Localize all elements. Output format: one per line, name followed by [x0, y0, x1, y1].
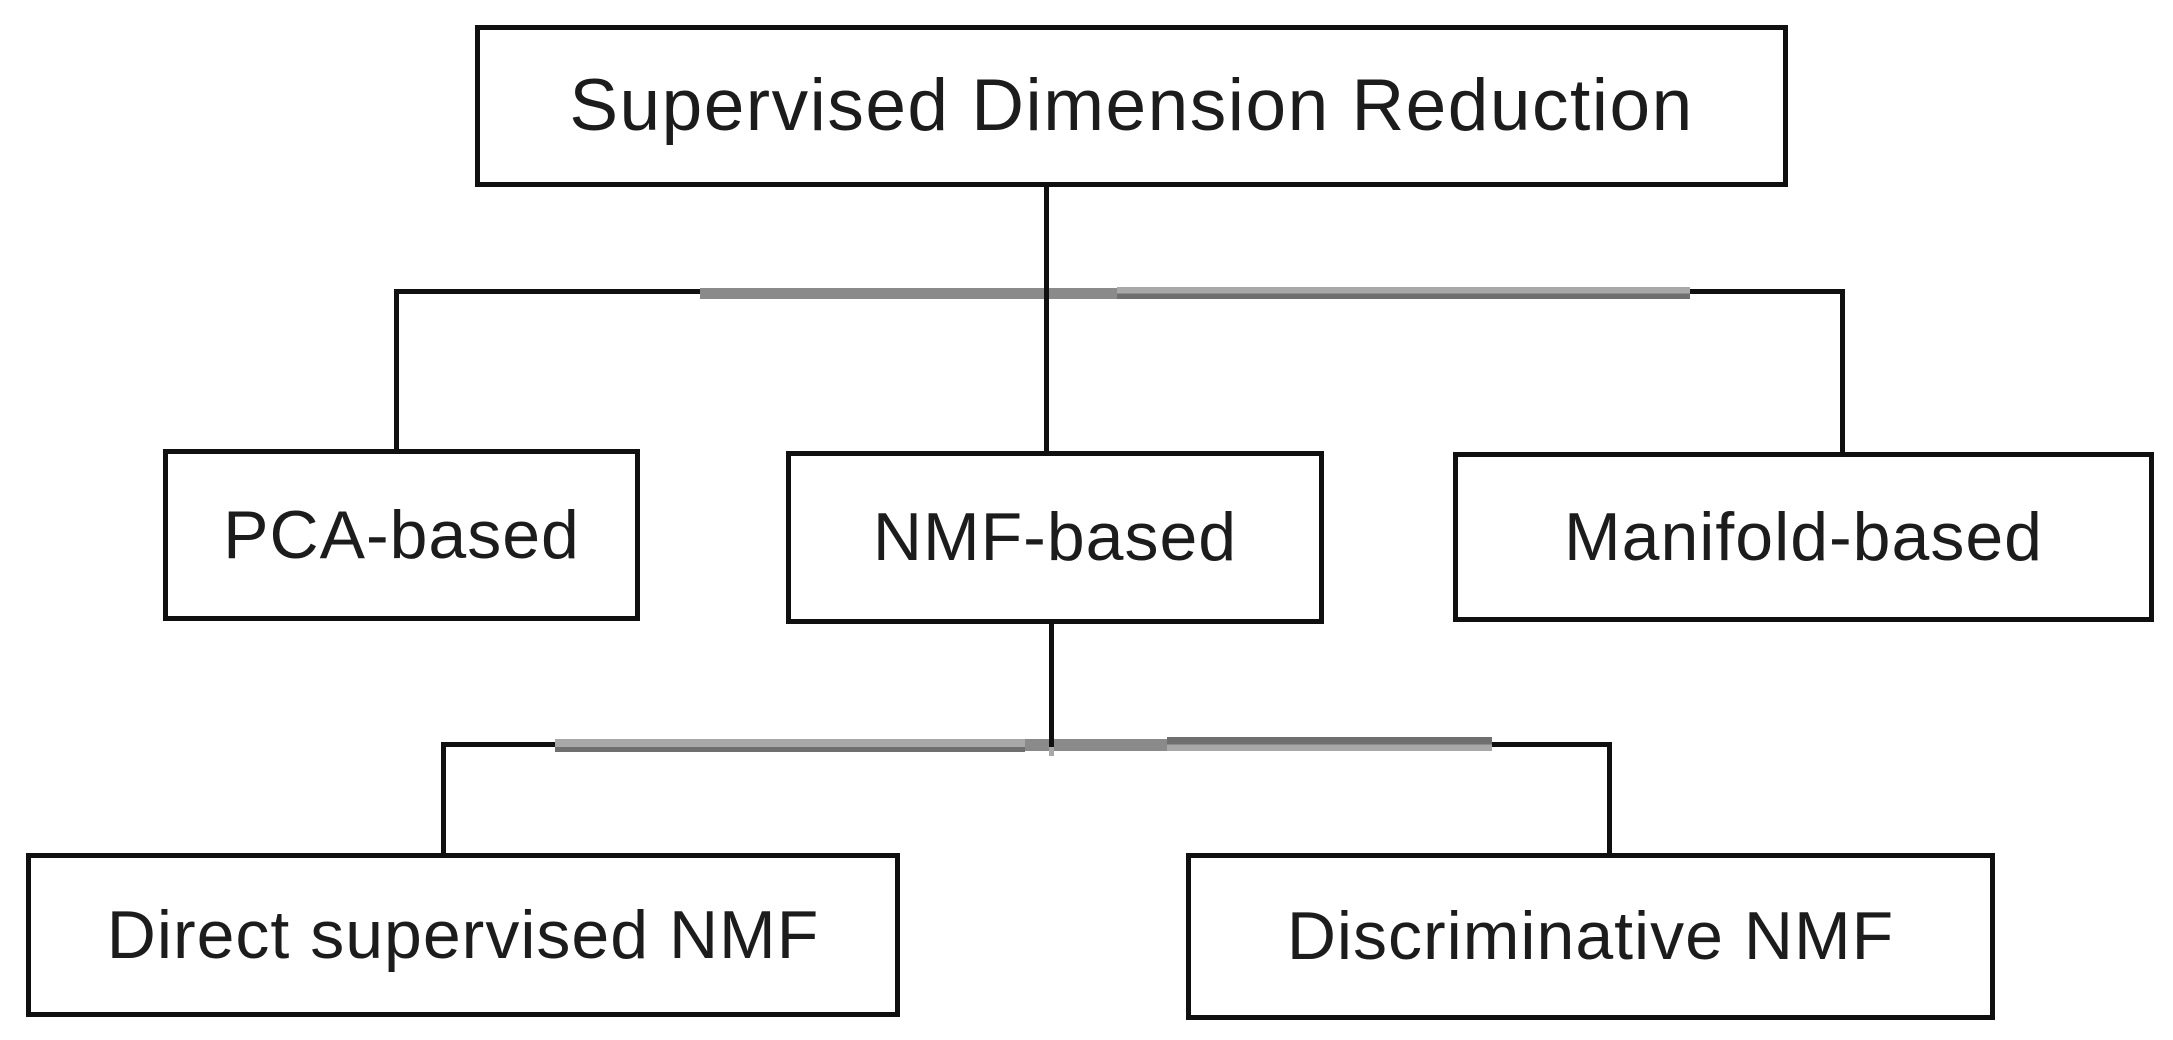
connector-to-nmf [1044, 289, 1049, 455]
connector-to-pca [394, 289, 399, 453]
connector-nmf-drop [1049, 618, 1054, 747]
node-direct-supervised-nmf: Direct supervised NMF [26, 853, 900, 1017]
node-supervised-dimension-reduction: Supervised Dimension Reduction [475, 25, 1788, 187]
connector-branch-level2-shade [555, 739, 1025, 752]
connector-root-drop [1044, 185, 1049, 294]
node-pca-based: PCA-based [163, 449, 640, 621]
connector-to-direct-supervised-nmf [441, 742, 446, 857]
connector-to-manifold [1840, 289, 1845, 456]
connector-branch-level1-shade [1117, 287, 1690, 299]
node-manifold-based: Manifold-based [1453, 452, 2154, 622]
connector-branch-level2-shade [1025, 739, 1167, 751]
connector-nmf-drop-tip [1049, 747, 1054, 756]
node-nmf-based: NMF-based [786, 451, 1324, 624]
connector-branch-level1-shade [700, 288, 1117, 299]
node-discriminative-nmf: Discriminative NMF [1186, 853, 1995, 1020]
connector-to-discriminative-nmf [1607, 742, 1612, 857]
connector-branch-level2-shade [1167, 737, 1492, 751]
